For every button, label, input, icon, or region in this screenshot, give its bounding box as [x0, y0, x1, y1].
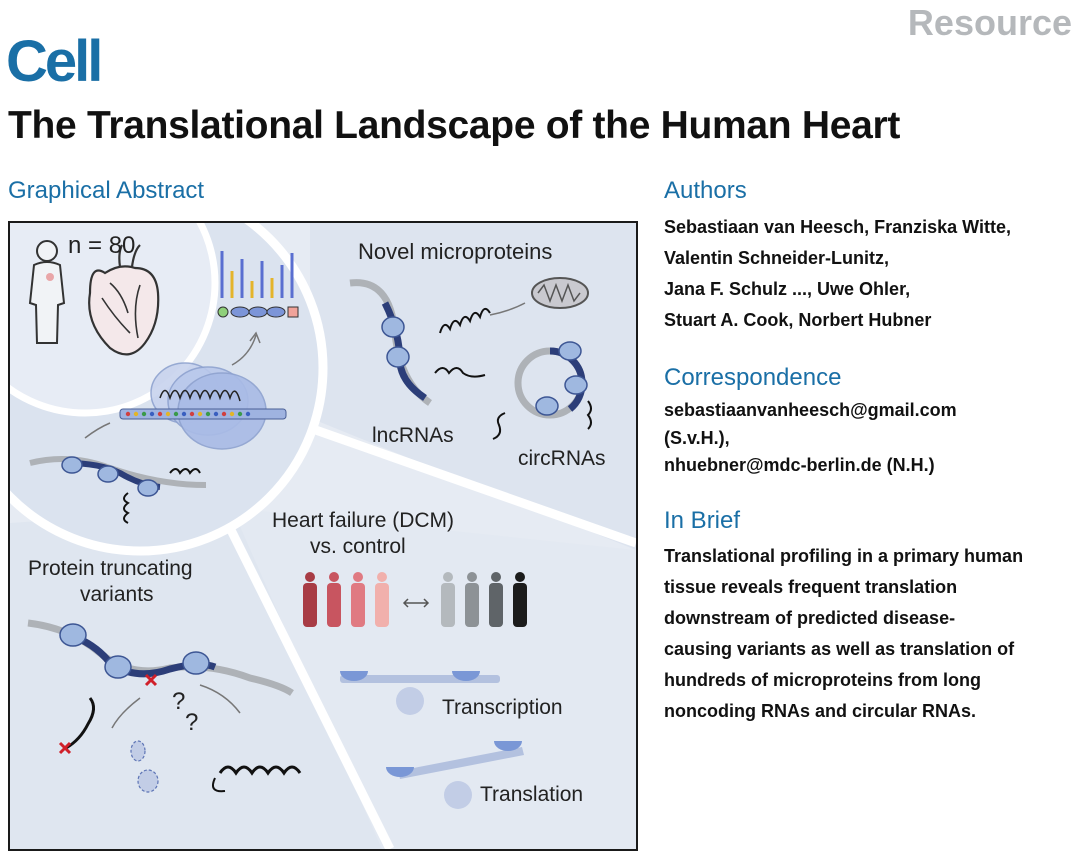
journal-logo: Cell — [6, 29, 103, 94]
footprint-loops-icon — [159, 389, 241, 402]
ribosome-icon — [137, 479, 159, 497]
arrow-icon — [231, 334, 257, 366]
arrow-icon — [111, 697, 141, 729]
cohort-size-label: n = 80 — [68, 232, 135, 259]
microprotein-helix-icon — [439, 307, 491, 334]
arrow-icon — [489, 302, 526, 316]
degraded-protein-icon — [137, 769, 159, 793]
in-brief-heading: In Brief — [664, 507, 741, 534]
graphical-abstract: n = 80 N — [8, 221, 638, 851]
ribosome-icon — [59, 623, 87, 647]
vs-control-label: vs. control — [310, 535, 406, 558]
ribosome-icon — [104, 655, 132, 679]
article-type-label: Resource — [907, 2, 1072, 43]
codon-dots-icon — [125, 411, 251, 417]
ribosome-icon — [535, 396, 559, 416]
transcription-balance-icon — [340, 671, 500, 715]
authors-heading: Authors — [664, 177, 747, 204]
ribosome-icon — [381, 316, 405, 338]
ribosome-icon — [386, 346, 410, 368]
panel-divider — [215, 505, 395, 849]
arrow-head-icon — [249, 331, 261, 344]
mrna-strand-icon — [119, 408, 287, 420]
dcm-patients-icon — [303, 572, 389, 627]
heart-icon — [88, 244, 160, 356]
full-length-protein-icon — [218, 765, 302, 776]
peptide-icon — [169, 468, 201, 475]
reads-histogram-icon — [217, 251, 299, 318]
ptv-label: Protein truncating — [28, 557, 193, 580]
question-mark: ? — [172, 688, 185, 715]
correspondence-email-link[interactable]: sebastiaanvanheesch@gmail.com — [664, 400, 957, 420]
peptide-icon — [123, 492, 130, 524]
lncrnas-label: lncRNAs — [372, 424, 454, 447]
ribosome-icon — [97, 465, 119, 483]
novel-microproteins-label: Novel microproteins — [358, 239, 552, 264]
truncated-peptide-icon — [65, 697, 95, 750]
stop-codon-icon — [144, 673, 158, 687]
versus-arrow-icon — [402, 598, 430, 608]
ptv-label-line2: variants — [80, 583, 154, 606]
panel-divider — [308, 423, 636, 548]
ribosome-icon — [564, 375, 588, 395]
human-figure-icon — [28, 240, 66, 344]
translation-label: Translation — [480, 783, 583, 806]
peptide-icon — [492, 412, 506, 440]
arrow-icon — [84, 422, 111, 439]
correspondence-initials: (S.v.H.), — [664, 428, 730, 448]
translation-balance-icon — [386, 741, 524, 809]
stop-codon-icon — [58, 741, 72, 755]
correspondence-heading: Correspondence — [664, 364, 842, 391]
arrow-icon — [199, 684, 241, 714]
ribosome-icon — [558, 341, 582, 361]
ribosome-icon — [182, 651, 210, 675]
question-mark: ? — [185, 709, 198, 736]
panel-protein-truncating — [10, 508, 382, 849]
article-title: The Translational Landscape of the Human… — [8, 104, 901, 147]
graphical-abstract-heading: Graphical Abstract — [8, 177, 205, 204]
circrnas-label: circRNAs — [518, 447, 606, 470]
control-individuals-icon — [441, 572, 527, 627]
in-brief-summary: Translational profiling in a primary hum… — [664, 546, 1024, 721]
heart-failure-label: Heart failure (DCM) — [272, 509, 454, 532]
degraded-protein-icon — [130, 740, 146, 762]
full-length-protein-icon — [212, 777, 226, 793]
transcription-label: Transcription — [442, 696, 563, 719]
microprotein-chain-icon — [434, 367, 486, 378]
graphical-abstract-figure: n = 80 N — [10, 223, 636, 849]
correspondence-email-link[interactable]: nhuebner@mdc-berlin.de (N.H.) — [664, 455, 935, 475]
ribosome-icon — [61, 456, 83, 474]
mitochondrion-icon — [531, 277, 589, 309]
authors-list: Sebastiaan van Heesch, Franziska Witte, … — [664, 217, 1011, 330]
peptide-icon — [586, 400, 592, 430]
